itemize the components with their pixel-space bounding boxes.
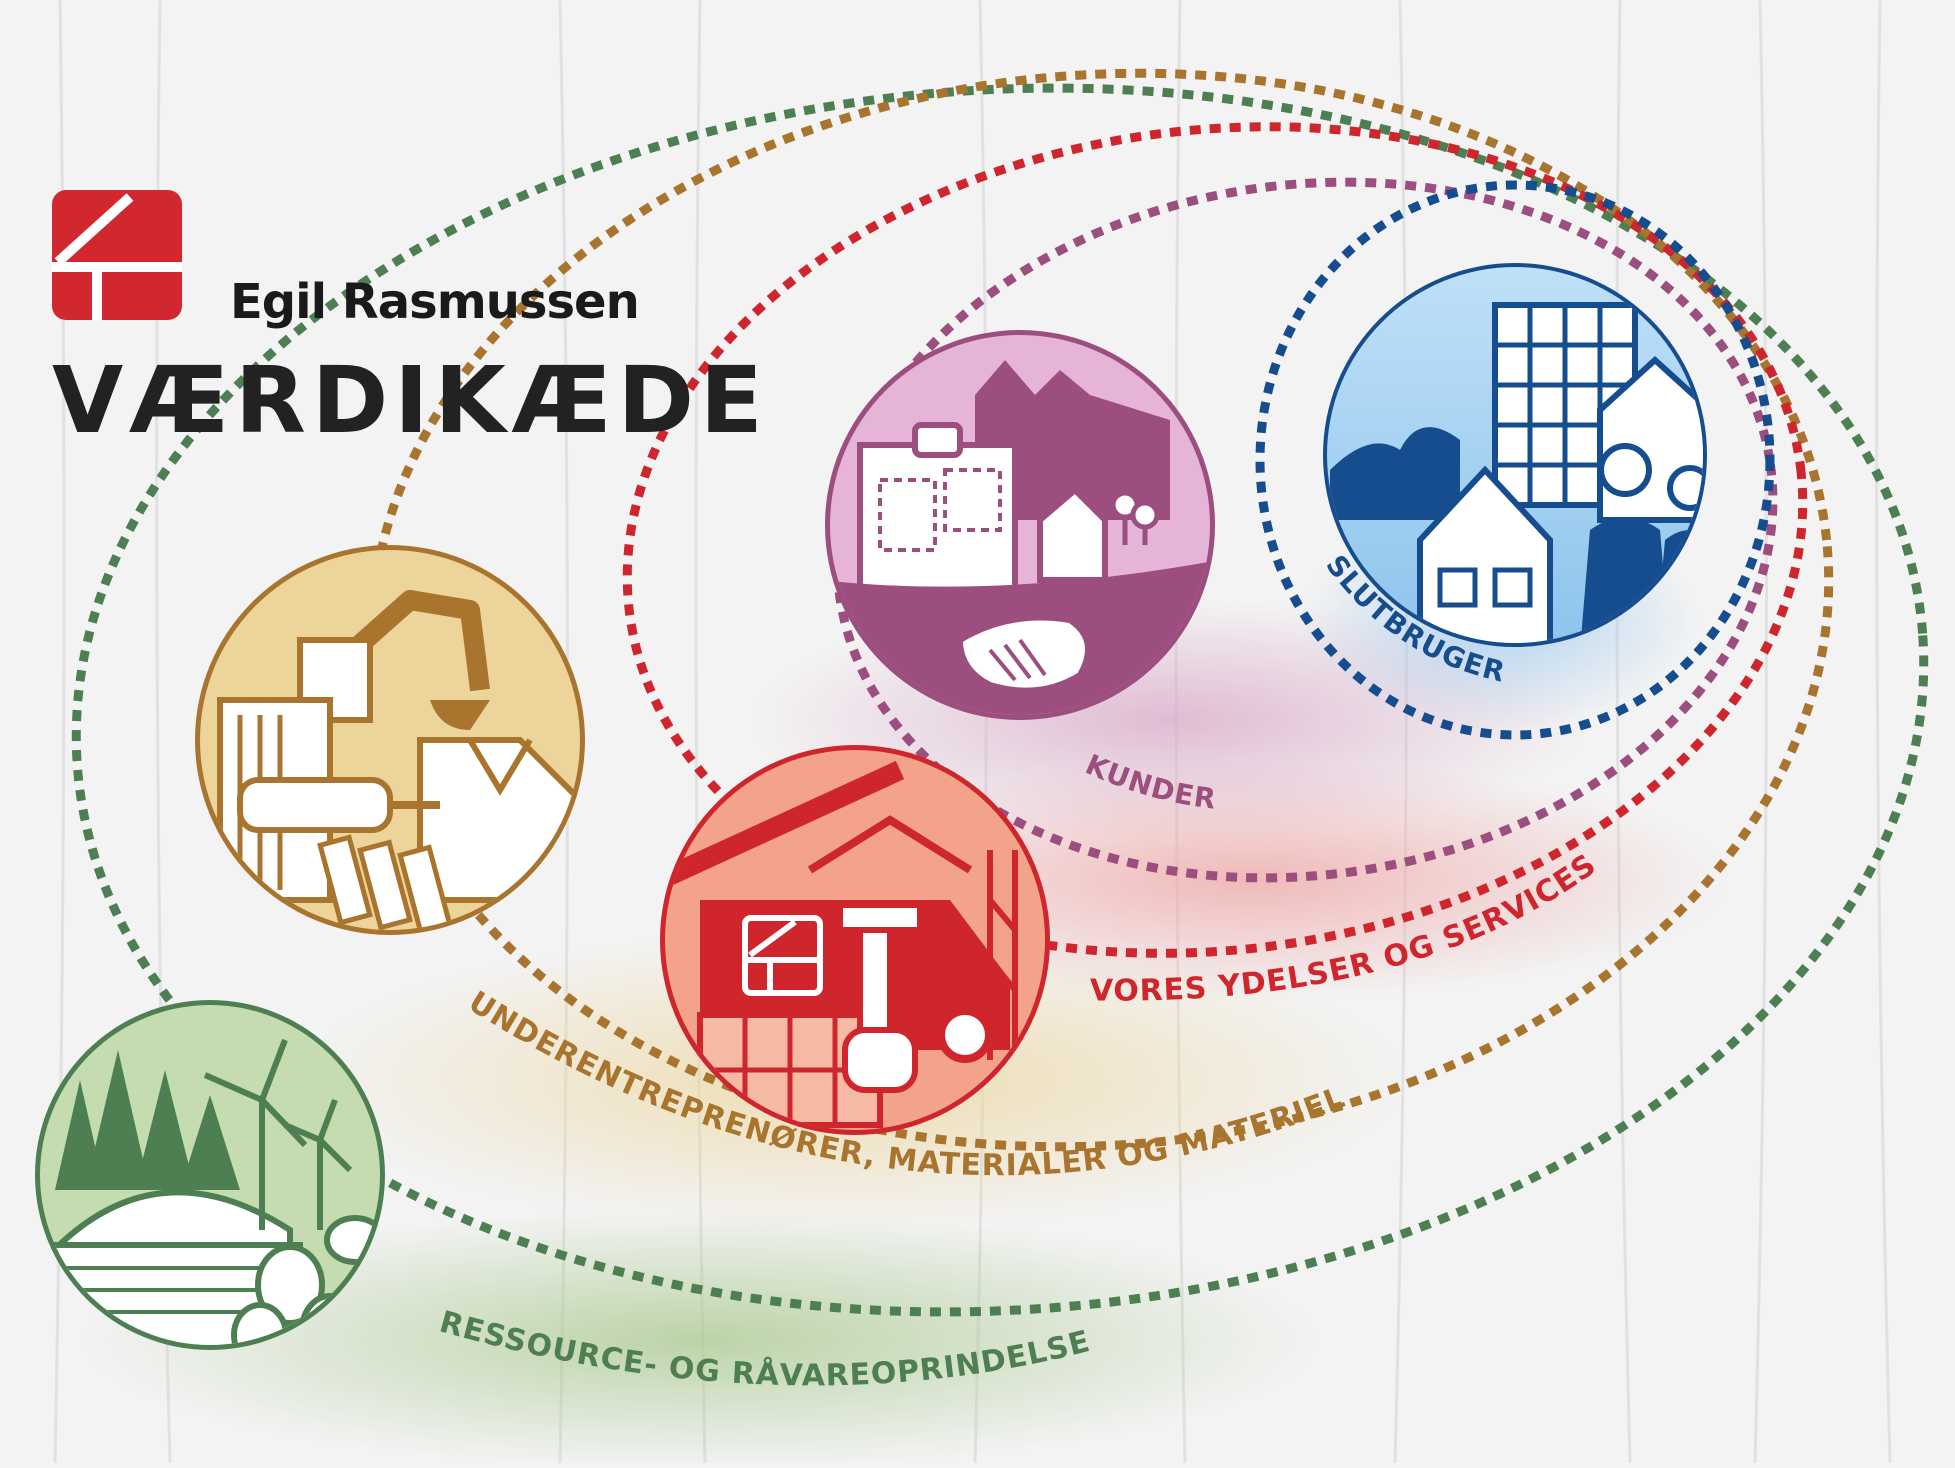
buildings-people-icon [1327, 267, 1703, 643]
end-user-node [1323, 263, 1707, 647]
orbit-ring-end-user [1255, 180, 1775, 740]
customers-node [825, 330, 1215, 720]
construction-van-hammer-icon [665, 750, 1045, 1130]
egil-rasmussen-logo-icon [52, 190, 182, 320]
services-node [660, 745, 1050, 1135]
company-name: Egil Rasmussen [230, 274, 639, 330]
resource-origin-node [35, 1000, 385, 1350]
page-title: VÆRDIKÆDE [52, 347, 769, 454]
orbit-ring-services [622, 122, 1808, 958]
orbit-ring-resource [71, 83, 1929, 1317]
subcontractors-node [195, 545, 585, 935]
forest-windmill-timber-icon [40, 1005, 380, 1345]
orbit-ring-subcontractors [366, 68, 1834, 1152]
excavator-drill-materials-icon [200, 550, 580, 930]
